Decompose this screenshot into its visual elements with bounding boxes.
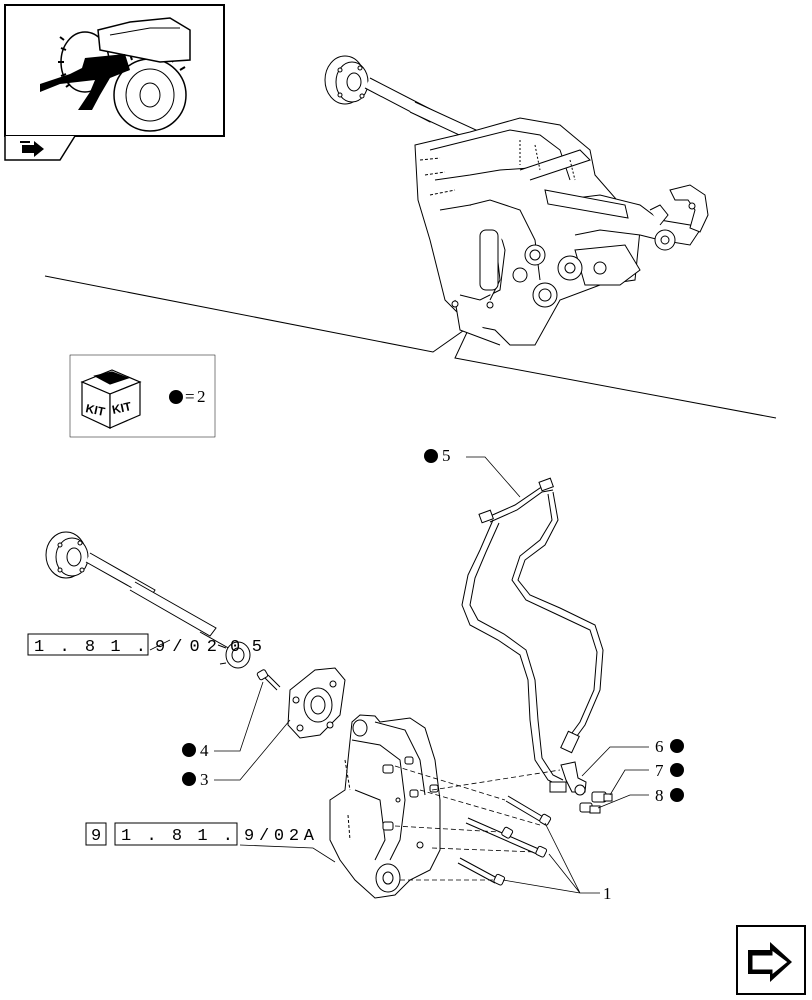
- reference-gearbox-prefix: 9: [91, 827, 101, 846]
- callout-label-7: 7: [655, 761, 664, 780]
- navigation-arrow-icon[interactable]: [4, 135, 76, 161]
- drive-shaft: [45, 531, 251, 669]
- callout-dot-icon: [670, 739, 684, 753]
- front-hitch-assembly: [324, 55, 709, 346]
- next-page-arrow-icon[interactable]: [736, 925, 806, 995]
- dashed-projection-lines: [394, 765, 561, 881]
- reference-gearbox-boxed: 1.81.: [121, 827, 233, 846]
- bolt-small: [256, 669, 281, 691]
- callout-6: 6: [655, 737, 684, 756]
- callout-4: 4: [182, 741, 209, 760]
- callout-label-5: 5: [442, 446, 451, 465]
- kit-label-left: KIT: [84, 401, 106, 419]
- kit-quantity: 2: [197, 387, 206, 406]
- callout-5: 5: [424, 446, 451, 465]
- tractor-thumbnail-icon[interactable]: [4, 4, 225, 137]
- callout-dot-icon: [670, 763, 684, 777]
- reference-gearbox-tail: 9/02A: [244, 827, 315, 846]
- callout-dot-icon: [182, 772, 196, 786]
- long-bolts: [457, 795, 552, 886]
- callout-3: 3: [182, 770, 209, 789]
- callout-dot-icon: [182, 743, 196, 757]
- callout-label-6: 6: [655, 737, 664, 756]
- callout-label-4: 4: [200, 741, 209, 760]
- callout-dot-icon: [670, 788, 684, 802]
- adapter-fitting: [591, 791, 613, 803]
- callout-8: 8: [655, 786, 684, 805]
- callout-label-3: 3: [200, 770, 209, 789]
- gearbox-housing: [329, 714, 441, 899]
- kit-dot-icon: [169, 390, 183, 404]
- callout-label-1: 1: [603, 884, 612, 903]
- flange-plate: [287, 667, 346, 739]
- hydraulic-hose: [461, 477, 604, 793]
- kit-icon: [80, 369, 142, 429]
- kit-box: KIT KIT = 2: [69, 354, 216, 438]
- callout-1: 1: [603, 884, 612, 903]
- callout-label-8: 8: [655, 786, 664, 805]
- reference-shaft-boxed: 1.81.: [34, 638, 146, 657]
- callout-7: 7: [655, 761, 684, 780]
- leader-lines: [149, 456, 649, 894]
- reference-gearbox[interactable]: 9 1.81. 9/02A: [85, 822, 315, 846]
- kit-equals: =: [185, 387, 195, 406]
- kit-label-right: KIT: [111, 399, 133, 417]
- callout-dot-icon: [424, 449, 438, 463]
- plug-fitting: [579, 802, 601, 814]
- elbow-fitting: [560, 761, 587, 796]
- reference-shaft-tail: 9/02: [155, 638, 217, 657]
